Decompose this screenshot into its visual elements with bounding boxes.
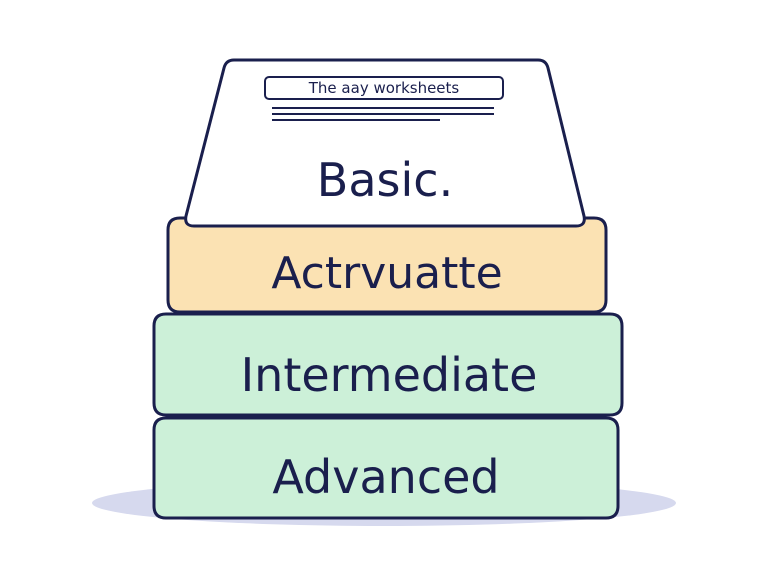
worksheet-header-box xyxy=(264,76,504,100)
worksheet-paper xyxy=(184,58,586,228)
advanced-level-label: Advanced xyxy=(272,450,500,504)
worksheet-header-label: The aay worksheets xyxy=(308,79,460,97)
activate-level-label: Actrvuatte xyxy=(271,247,503,299)
worksheet-title: Basic. xyxy=(316,153,454,207)
intermediate-level-label: Intermediate xyxy=(240,348,538,402)
activate-block xyxy=(166,216,608,314)
intermediate-block xyxy=(152,312,624,417)
advanced-block xyxy=(152,416,620,520)
